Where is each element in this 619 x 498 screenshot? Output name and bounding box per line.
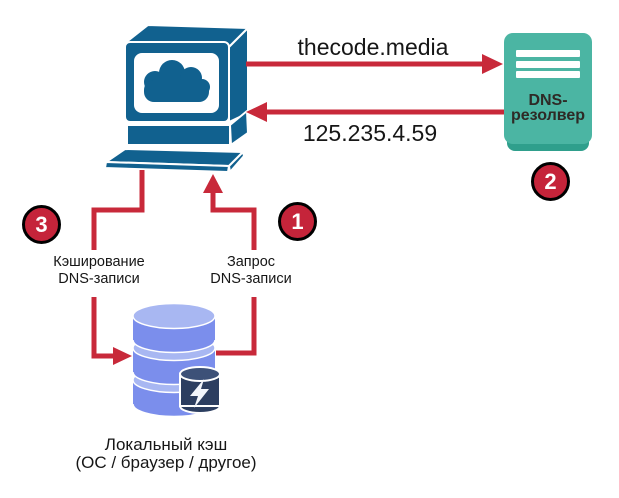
local-cache-label: Локальный кэш (ОС / браузер / другое) [75,435,257,472]
cloud-icon [144,60,210,102]
arrow-query-domain [246,54,503,74]
server-bar [516,71,580,78]
arrow-cache-record [91,170,145,365]
computer-icon [104,24,249,173]
arrow-response-ip [246,102,504,122]
step-badge-request: 1 [278,202,317,241]
ip-response-label: 125.235.4.59 [302,120,438,146]
domain-query-label: thecode.media [297,34,449,60]
server-bar [516,60,580,68]
cache-action-label: Кэширование DNS-записи [53,254,145,287]
keyboard-side [228,151,245,173]
server-bar [516,50,580,57]
keyboard-front [104,161,230,173]
monitor-base-front [126,124,231,146]
arrow-request-record [203,174,257,356]
bolt-cylinder [179,366,221,414]
step-badge-cache: 3 [22,205,61,244]
step-badge-resolve: 2 [531,162,570,201]
request-action-label: Запрос DNS-записи [210,254,292,287]
database-icon [132,302,221,418]
resolver-label: DNS- резолвер [510,92,586,124]
db-cylinder-top [132,302,216,354]
server-icon [504,33,592,78]
lightning-icon [190,379,209,408]
dns-resolver-node: DNS- резолвер [504,33,592,144]
